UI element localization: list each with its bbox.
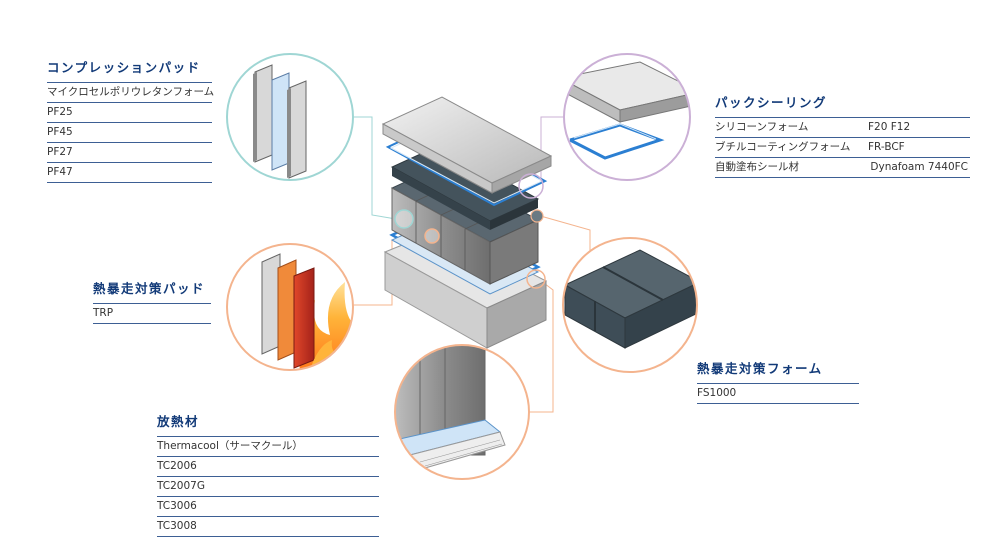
- compression-pad-title: コンプレッションパッド: [47, 60, 201, 75]
- product-item: PF25: [47, 103, 212, 123]
- product-name: PF45: [47, 126, 73, 138]
- product-item: TC2007G: [157, 477, 379, 497]
- title-divider: [93, 303, 211, 304]
- product-name: TRP: [93, 307, 114, 319]
- product-name: PF27: [47, 146, 73, 158]
- thermal-runaway-foam-callout: 熱暴走対策フォーム FS1000: [697, 358, 859, 404]
- thermal-runaway-pad-title: 熱暴走対策パッド: [93, 281, 206, 296]
- thermal-runaway-pad-callout: 熱暴走対策パッド TRP: [93, 278, 211, 324]
- thermal-runaway-foam-title: 熱暴走対策フォーム: [697, 361, 823, 376]
- title-divider: [47, 82, 212, 83]
- product-code: Dynafoam 7440FC: [870, 161, 968, 173]
- product-item: TC2006: [157, 457, 379, 477]
- product-type: ブチルコーティングフォーム: [715, 141, 851, 153]
- product-item: Thermacool（サーマクール）: [157, 437, 379, 457]
- product-item: PF45: [47, 123, 212, 143]
- product-item: TRP: [93, 304, 211, 324]
- product-name: PF47: [47, 166, 73, 178]
- product-name: TC3006: [157, 500, 197, 512]
- thermal-runaway-pad-detail-circle: [226, 243, 354, 371]
- product-type: シリコーンフォーム: [715, 121, 809, 133]
- product-item: シリコーンフォーム F20 F12: [715, 118, 970, 138]
- product-item: TC3008: [157, 517, 379, 537]
- product-name: マイクロセルポリウレタンフォーム: [47, 86, 215, 98]
- heat-dissipation-detail-circle: [394, 344, 530, 480]
- compression-pad-detail-circle: [226, 53, 354, 181]
- heat-dissipation-callout: 放熱材 Thermacool（サーマクール） TC2006 TC2007G TC…: [157, 411, 379, 537]
- product-name: FS1000: [697, 387, 737, 399]
- compression-pad-callout: コンプレッションパッド マイクロセルポリウレタンフォーム PF25 PF45 P…: [47, 57, 215, 183]
- product-name: TC2007G: [157, 480, 205, 492]
- pack-sealing-detail-circle: [563, 53, 691, 181]
- product-item: PF47: [47, 163, 212, 183]
- pack-sealing-callout: パックシーリング シリコーンフォーム F20 F12 ブチルコーティングフォーム F…: [715, 92, 970, 178]
- product-code: FR-BCF: [868, 141, 905, 153]
- product-item: PF27: [47, 143, 212, 163]
- product-name: Thermacool（サーマクール）: [157, 440, 303, 452]
- product-code: F20 F12: [868, 121, 911, 133]
- title-divider: [697, 383, 859, 384]
- product-name: TC2006: [157, 460, 197, 472]
- product-item: マイクロセルポリウレタンフォーム: [47, 83, 215, 103]
- title-divider: [715, 117, 970, 118]
- product-item: 自動塗布シール材 Dynafoam 7440FC: [715, 158, 970, 178]
- product-type: 自動塗布シール材: [715, 161, 799, 173]
- product-item: TC3006: [157, 497, 379, 517]
- product-name: TC3008: [157, 520, 197, 532]
- product-item: FS1000: [697, 384, 859, 404]
- battery-pack-exploded: [381, 96, 553, 349]
- thermal-runaway-foam-detail-circle: [562, 237, 698, 373]
- product-item: ブチルコーティングフォーム FR-BCF: [715, 138, 970, 158]
- pack-sealing-title: パックシーリング: [715, 95, 828, 110]
- title-divider: [157, 436, 379, 437]
- heat-dissipation-title: 放熱材: [157, 414, 200, 429]
- product-name: PF25: [47, 106, 73, 118]
